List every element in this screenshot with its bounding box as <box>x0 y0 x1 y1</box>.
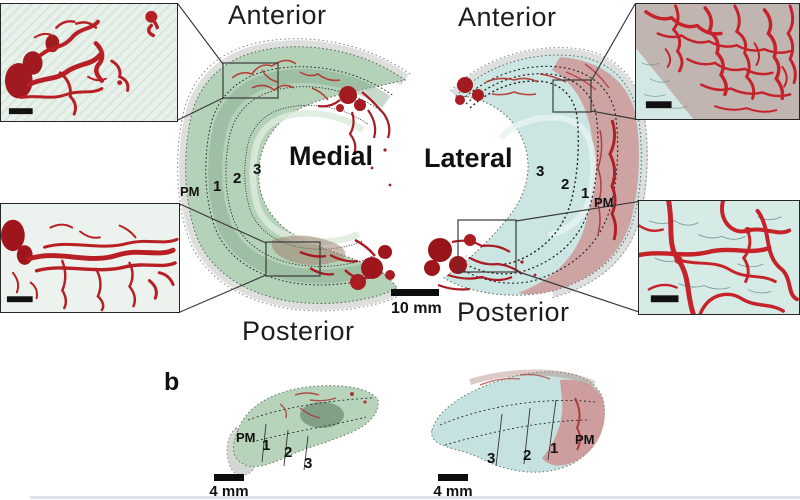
inset-lateral-anterior-vessels <box>636 4 799 119</box>
scale-bar-label-10mm: 10 mm <box>391 300 442 317</box>
roi-box-lateral-anterior <box>552 79 592 113</box>
zone-label-lateral-pm: PM <box>594 195 614 210</box>
inset-lateral-posterior-vessels <box>639 201 799 314</box>
side-label-lateral: Lateral <box>424 143 513 173</box>
zone-label-b-lateral-3: 3 <box>487 450 496 467</box>
medial-posterior-cluster <box>271 235 395 290</box>
bottom-divider <box>30 496 800 499</box>
medial-meniscus-view <box>177 38 411 312</box>
zone-label-b-lateral-1: 1 <box>550 440 559 457</box>
zone-label-medial-2: 2 <box>233 170 242 187</box>
zone-label-medial-3: 3 <box>253 161 262 178</box>
scale-bar-10mm <box>391 289 439 296</box>
inset-medial-anterior <box>0 3 178 122</box>
posterior-label-medial: Posterior <box>242 316 355 346</box>
zone-label-b-medial-3: 3 <box>304 455 313 472</box>
roi-box-lateral-posterior <box>457 219 517 273</box>
zone-label-medial-1: 1 <box>213 178 222 195</box>
inset-medial-anterior-vessels <box>4 10 159 116</box>
scale-bar-4mm-medial <box>214 474 244 481</box>
inset-scale-bar <box>6 296 33 303</box>
zone-label-b-lateral-pm: PM <box>575 432 595 447</box>
roi-box-medial-anterior <box>222 62 279 99</box>
zone-label-lateral-1: 1 <box>581 185 590 202</box>
lateral-rim-band <box>518 57 639 295</box>
anterior-label-lateral: Anterior <box>458 2 557 32</box>
inset-scale-bar <box>650 295 679 303</box>
zone-label-b-lateral-2: 2 <box>523 447 532 464</box>
inset-lateral-anterior <box>635 3 800 120</box>
inset-connectors <box>177 3 643 314</box>
zone-label-b-medial-2: 2 <box>284 444 293 461</box>
anterior-label-medial: Anterior <box>228 0 327 30</box>
zone-label-lateral-2: 2 <box>561 176 570 193</box>
medial-anterior-horn-cluster <box>317 86 392 187</box>
roi-box-medial-posterior <box>265 241 321 277</box>
posterior-label-lateral: Posterior <box>457 297 570 327</box>
panel-b-medial-side-view <box>226 385 379 476</box>
inset-lateral-posterior <box>638 200 800 315</box>
scale-bar-label-4mm-lateral: 4 mm <box>433 483 473 500</box>
zone-label-lateral-3: 3 <box>536 163 545 180</box>
scale-bar-4mm-lateral <box>438 474 468 481</box>
inset-scale-bar <box>645 101 672 109</box>
inset-medial-posterior-vessels <box>1 219 179 312</box>
inset-scale-bar <box>8 108 33 115</box>
panel-b-label: b <box>164 368 180 396</box>
zone-label-b-medial-1: 1 <box>262 437 271 454</box>
scale-bar-label-4mm-medial: 4 mm <box>209 483 249 500</box>
side-label-medial: Medial <box>289 141 374 171</box>
zone-label-b-medial-pm: PM <box>236 430 256 445</box>
zone-label-medial-pm: PM <box>180 184 200 199</box>
lateral-anterior-cluster <box>455 73 567 105</box>
inset-medial-posterior <box>0 203 180 313</box>
panel-b-lateral-side-view <box>431 369 605 473</box>
medial-anterior-vessels <box>231 59 341 101</box>
